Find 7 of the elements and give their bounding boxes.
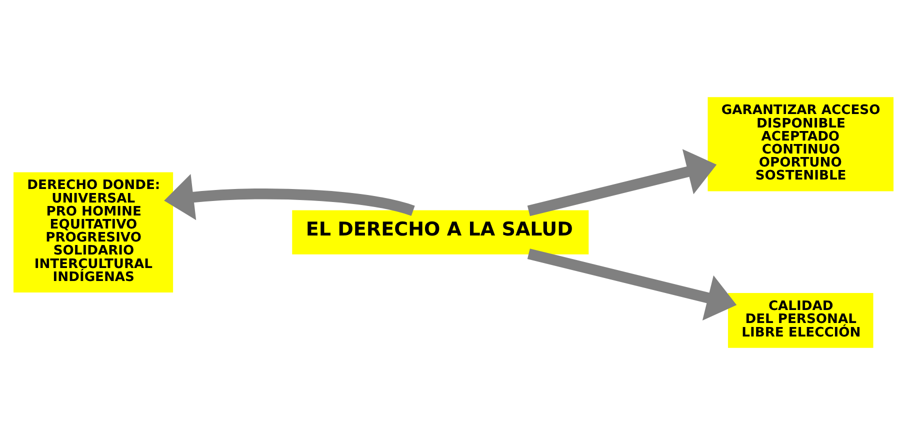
arrow: [164, 174, 415, 220]
node-box: GARANTIZAR ACCESO DISPONIBLE ACEPTADO CONTINUO OPORTUNO SOSTENIBLE: [708, 97, 894, 192]
node-box: EL DERECHO A LA SALUD: [292, 210, 589, 254]
arrow: [527, 149, 717, 216]
node-box: CALIDAD DEL PERSONAL LIBRE ELECCIÓN: [728, 293, 874, 348]
node-box: DERECHO DONDE: UNIVERSAL PRO HOMINE EQUITATIVO PROGRESIVO SOLIDARIO INTERCULTURAL INDÍGENAS: [14, 172, 174, 292]
arrow: [527, 248, 737, 320]
